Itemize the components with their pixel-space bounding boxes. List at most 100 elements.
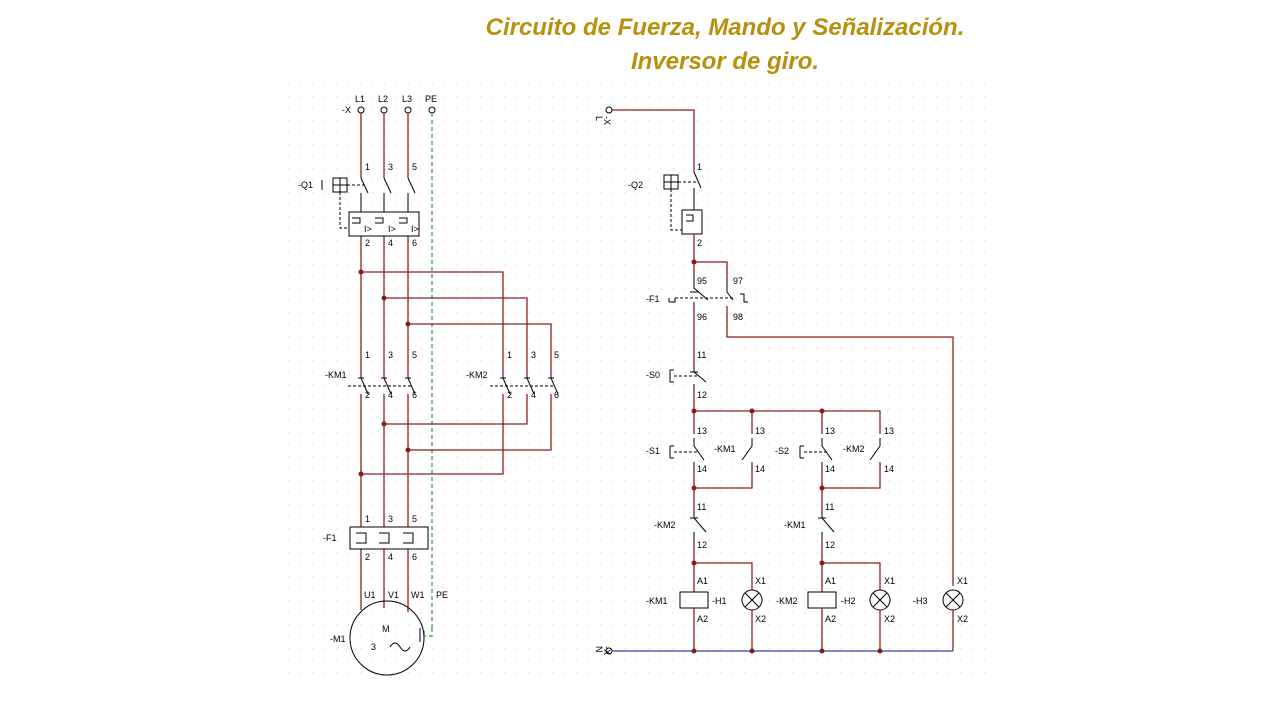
q2-terminal-1: 1 (697, 162, 702, 172)
km2-terminal-6: 6 (554, 390, 559, 400)
motor-phase-count: 3 (371, 642, 376, 652)
km2-int-terminal-11: 11 (697, 502, 706, 512)
s1-forward-button: 13 -S1 14 (646, 426, 707, 474)
s2-terminal-13: 13 (825, 426, 835, 436)
f1-terminal-6: 6 (412, 552, 417, 562)
title-line-2: Inversor de giro. (630, 48, 820, 75)
km2-tag: -KM2 (466, 370, 488, 380)
f1-terminal-4: 4 (388, 552, 393, 562)
s1-terminal-13: 13 (697, 426, 707, 436)
f1-terminal-96: 96 (697, 312, 707, 322)
power-circuit: L1 L2 L3 PE -X -Q1 1 3 5 (298, 94, 559, 676)
coil1-a2: A2 (697, 614, 708, 624)
km1-aux-tag: -KM1 (714, 444, 736, 454)
km1-power-contacts: -KM1 1 3 5 2 4 6 (325, 350, 417, 400)
km1-aux-terminal-14: 14 (755, 464, 765, 474)
f1-terminal-2: 2 (365, 552, 370, 562)
km2-terminal-2: 2 (507, 390, 512, 400)
coil2-tag: -KM2 (776, 596, 798, 606)
coil1-a1: A1 (697, 576, 708, 586)
phase-label-l1: L1 (355, 94, 365, 104)
f1-terminal-1: 1 (365, 514, 370, 524)
km2-power-contacts: -KM2 1 3 5 2 4 6 (466, 350, 559, 400)
km2-aux-contact: 13 -KM2 14 (843, 426, 894, 474)
h3-x2: X2 (957, 614, 968, 624)
motor-terminal-pe: PE (436, 590, 448, 600)
h1-x1: X1 (755, 576, 766, 586)
motor-tag: -M1 (330, 634, 346, 644)
q1-terminal-2: 2 (365, 238, 370, 248)
km1-interlock-contact: 11 -KM1 12 (784, 502, 835, 550)
grid-background (285, 82, 990, 680)
q1-terminal-1: 1 (365, 162, 370, 172)
motor-terminal-v1: V1 (388, 590, 399, 600)
f1-thermal-relay: -F1 1 3 5 2 4 6 (323, 514, 429, 562)
km2-int-terminal-12: 12 (697, 540, 707, 550)
s1-terminal-14: 14 (697, 464, 707, 474)
q1-trip-2: I> (388, 224, 396, 234)
control-terminal-l-tag: -X (602, 116, 612, 125)
km1-tag: -KM1 (325, 370, 347, 380)
q1-terminal-4: 4 (388, 238, 393, 248)
km2-aux-tag: -KM2 (843, 444, 865, 454)
q1-tag: -Q1 (298, 180, 313, 190)
km2-terminal-1: 1 (507, 350, 512, 360)
s2-reverse-button: 13 -S2 14 (775, 426, 835, 474)
h2-x2: X2 (884, 614, 895, 624)
power-nodes (358, 269, 411, 477)
coil2-a2: A2 (825, 614, 836, 624)
km1-aux-terminal-13: 13 (755, 426, 765, 436)
km2-interlock-contact: 11 -KM2 12 (654, 502, 707, 550)
km1-aux-contact: 13 -KM1 14 (714, 426, 765, 474)
s2-terminal-14: 14 (825, 464, 835, 474)
control-terminal-l-num: L (594, 116, 604, 121)
motor-terminal-u1: U1 (364, 590, 376, 600)
f1-terminal-3: 3 (388, 514, 393, 524)
km2-int-tag: -KM2 (654, 520, 676, 530)
km1-terminal-6: 6 (412, 390, 417, 400)
phase-label-pe: PE (425, 94, 437, 104)
s0-stop-button: 11 -S0 12 (646, 350, 707, 400)
f1-aux-tag: -F1 (646, 294, 660, 304)
q1-terminal-6: 6 (412, 238, 417, 248)
h2-tag: -H2 (841, 596, 856, 606)
km2-terminal-3: 3 (531, 350, 536, 360)
km1-terminal-1: 1 (365, 350, 370, 360)
km2-terminal-5: 5 (554, 350, 559, 360)
control-terminal-n-tag: -X (602, 646, 612, 655)
km1-terminal-2: 2 (365, 390, 370, 400)
phase-wires (360, 113, 552, 586)
motor-letter: M (382, 624, 390, 634)
control-terminal-n-num: N (594, 646, 604, 653)
f1-aux-contacts: 95 97 -F1 96 98 (646, 272, 748, 322)
km1-int-terminal-12: 12 (825, 540, 835, 550)
km1-int-terminal-11: 11 (825, 502, 834, 512)
q2-breaker: 1 -Q2 2 (628, 162, 703, 248)
q2-tag: -Q2 (628, 180, 643, 190)
h3-x1: X1 (957, 576, 968, 586)
h1-x2: X2 (755, 614, 766, 624)
f1-terminal-95: 95 (697, 276, 707, 286)
km1-int-tag: -KM1 (784, 520, 806, 530)
q2-terminal-2: 2 (697, 238, 702, 248)
s0-tag: -S0 (646, 370, 660, 380)
h3-tag: -H3 (913, 596, 928, 606)
km1-terminal-5: 5 (412, 350, 417, 360)
q1-trip-3: I> (411, 224, 419, 234)
coil1-tag: -KM1 (646, 596, 668, 606)
power-terminal-tag: -X (342, 105, 351, 115)
title-line-1: Circuito de Fuerza, Mando y Señalización… (485, 14, 965, 41)
km1-terminal-4: 4 (388, 390, 393, 400)
f1-terminal-98: 98 (733, 312, 743, 322)
s1-tag: -S1 (646, 446, 660, 456)
h1-tag: -H1 (712, 596, 727, 606)
control-circuit: L -X N -X 1 -Q2 2 95 97 -F1 (594, 106, 968, 655)
s2-tag: -S2 (775, 446, 789, 456)
f1-terminal-97: 97 (733, 276, 743, 286)
km2-terminal-4: 4 (531, 390, 536, 400)
km2-aux-terminal-13: 13 (884, 426, 894, 436)
phase-label-l2: L2 (378, 94, 388, 104)
phase-label-l3: L3 (402, 94, 412, 104)
s0-terminal-12: 12 (697, 390, 707, 400)
km2-aux-terminal-14: 14 (884, 464, 894, 474)
